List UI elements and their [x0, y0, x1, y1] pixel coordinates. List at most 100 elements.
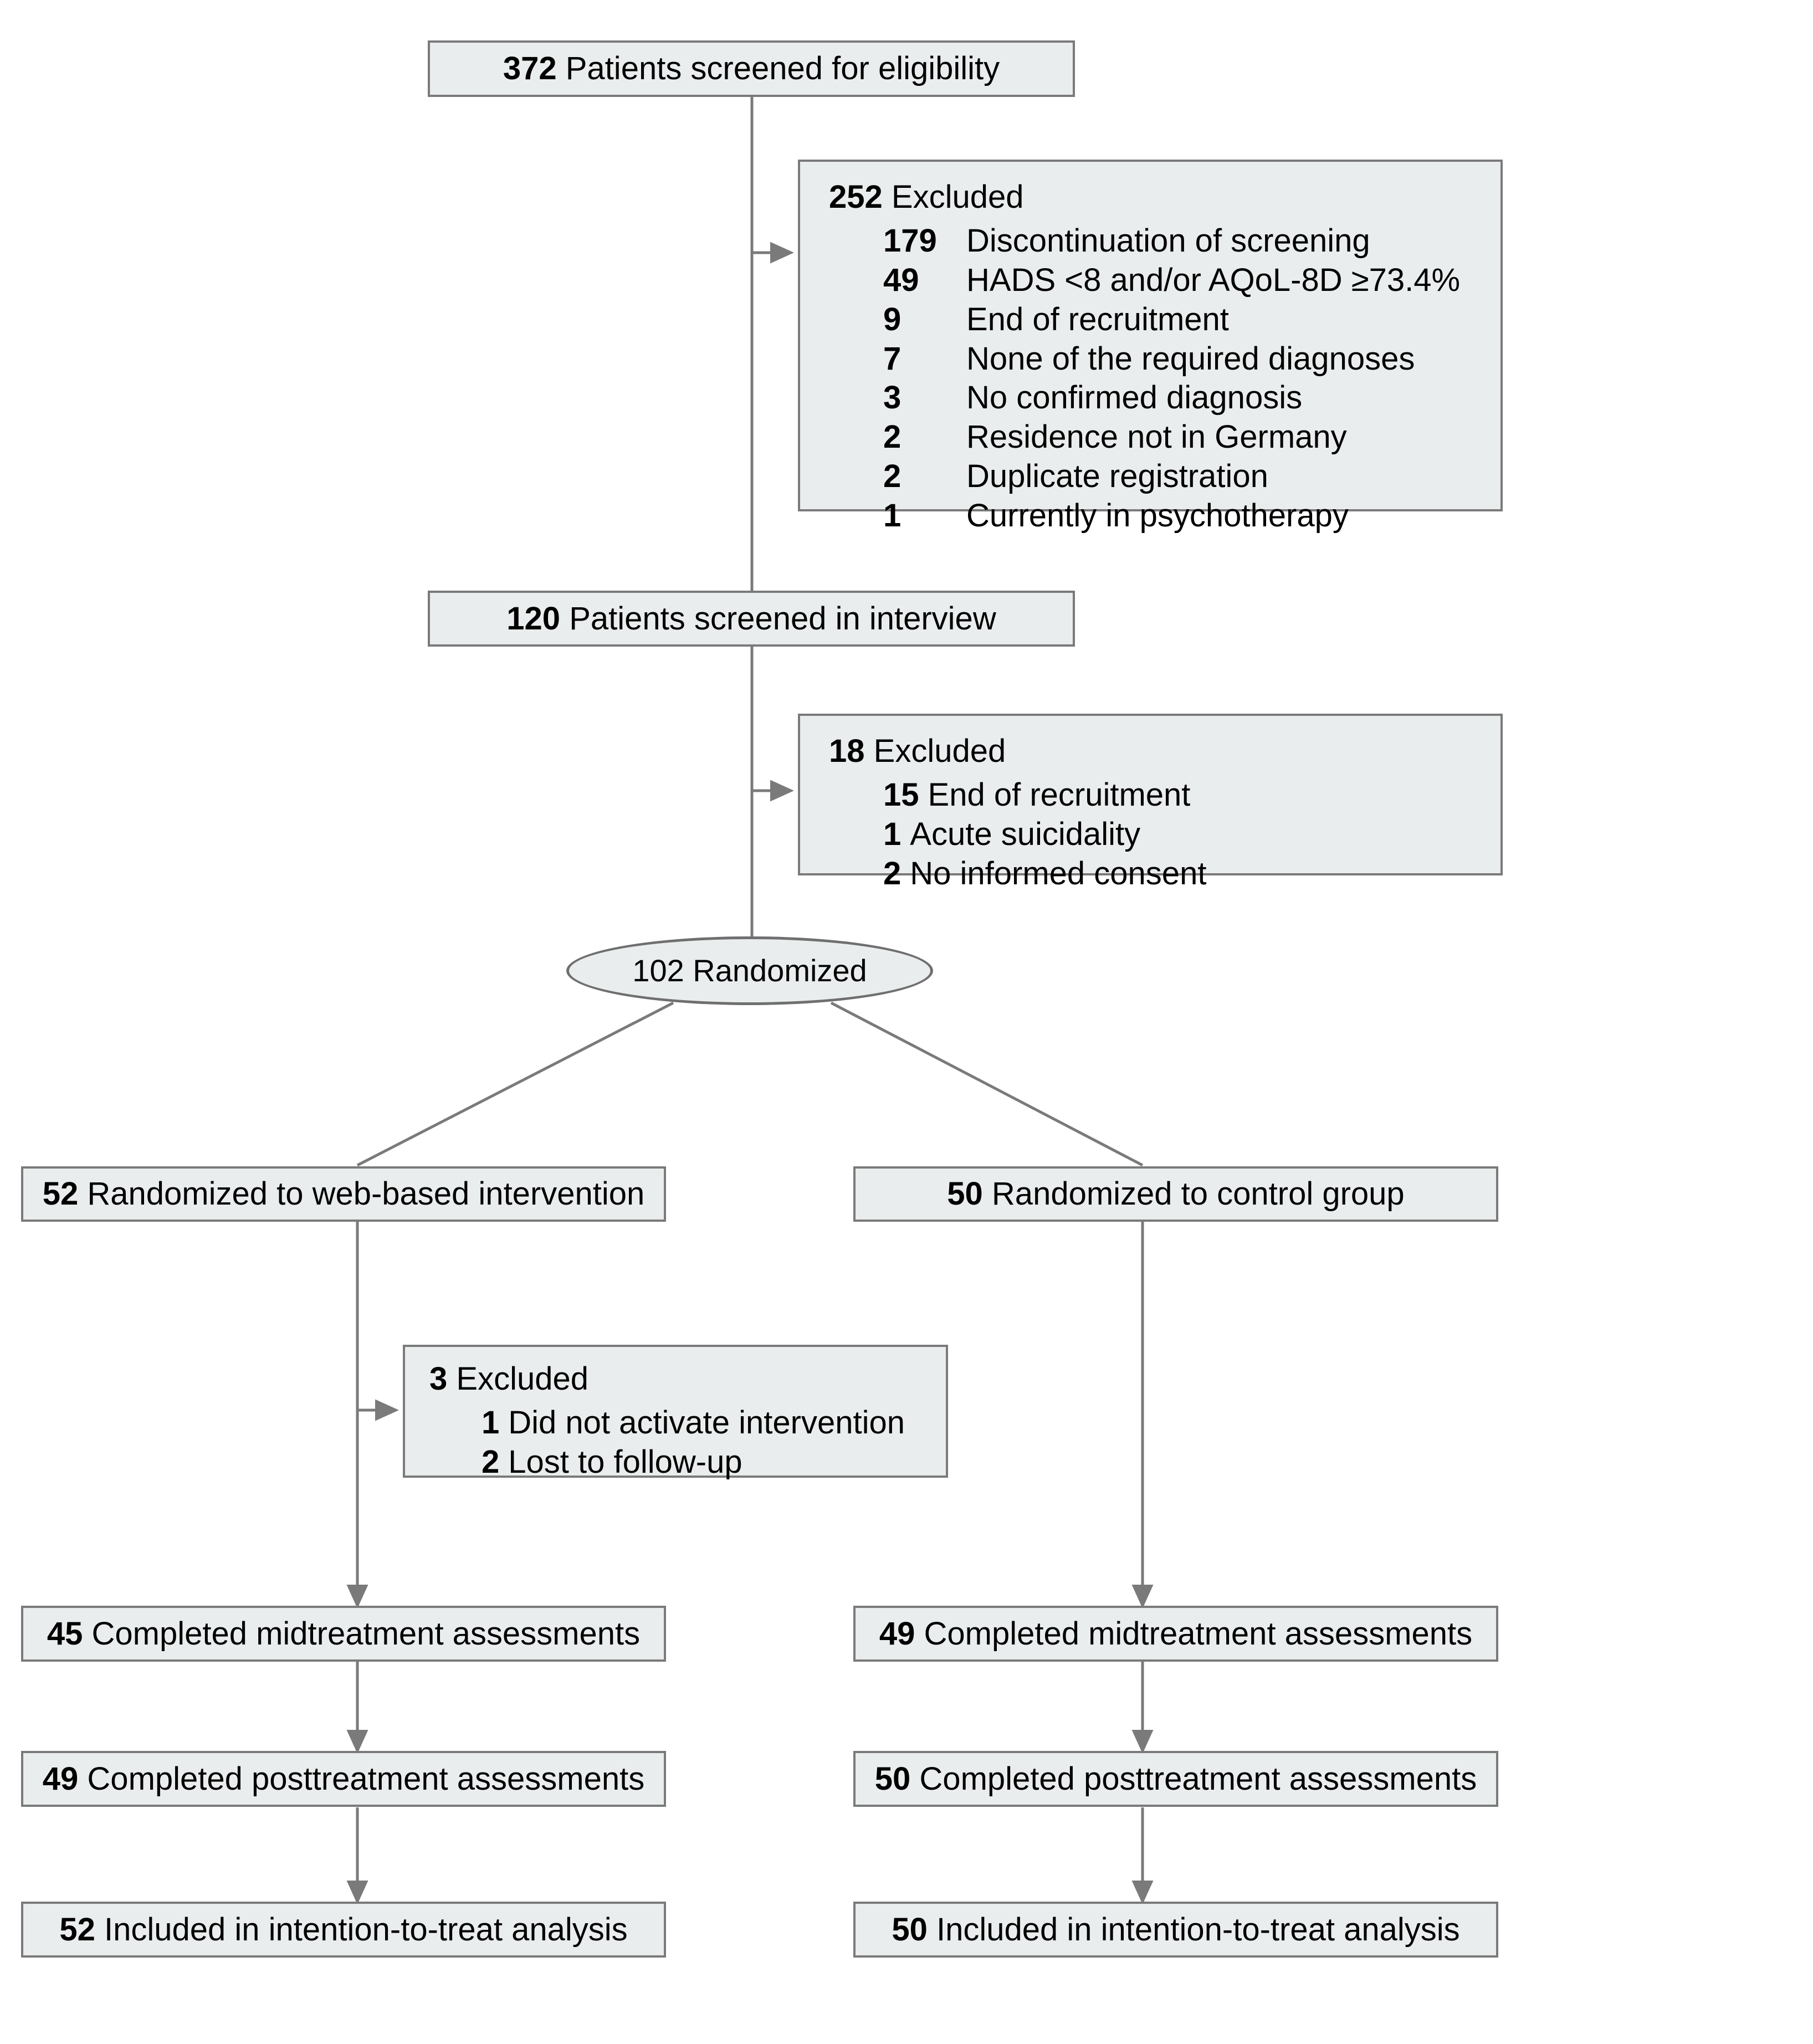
list-item: 9 End of recruitment — [883, 300, 1500, 340]
node-screened-interview-text: 120 Patients screened in interview — [506, 600, 996, 637]
list-item: 2 No informed consent — [883, 854, 1500, 894]
node-excluded-screening: 252 Excluded 179 Discontinuation of scre… — [798, 160, 1503, 534]
node-itt-control-text: 50 Included in intention-to-treat analys… — [892, 1911, 1460, 1948]
reason-label: Residence not in Germany — [966, 419, 1347, 455]
list-item: 1 Currently in psychotherapy — [883, 496, 1500, 536]
node-screened-eligibility: 372 Patients screened for eligibility — [428, 40, 1075, 97]
node-arm-intervention: 52 Randomized to web-based intervention — [21, 1166, 666, 1222]
node-randomized: 102 Randomized — [566, 936, 933, 1005]
node-randomized-label: Randomized — [693, 953, 867, 988]
node-screened-eligibility-label: Patients screened for eligibility — [565, 50, 1000, 86]
reason-label: Did not activate intervention — [508, 1405, 905, 1441]
node-excluded-interview-label: Excluded — [873, 733, 1006, 769]
node-itt-intervention-label: Included in intention-to-treat analysis — [104, 1911, 628, 1948]
list-item: 179 Discontinuation of screening — [883, 222, 1500, 261]
node-excluded-intervention-count: 3 — [429, 1361, 448, 1397]
node-post-control-count: 50 — [874, 1760, 911, 1797]
list-item: 49 HADS <8 and/or AQoL-8D ≥73.4% — [883, 261, 1500, 300]
reason-label: Acute suicidality — [910, 816, 1141, 853]
reason-count: 15 — [883, 777, 919, 813]
node-arm-control-count: 50 — [947, 1176, 983, 1212]
node-post-intervention-label: Completed posttreatment assessments — [87, 1760, 645, 1797]
reason-label: No informed consent — [910, 855, 1207, 892]
node-arm-control-label: Randomized to control group — [991, 1176, 1405, 1212]
reason-count: 9 — [883, 301, 902, 337]
node-excluded-screening-count: 252 — [829, 179, 883, 215]
node-screened-interview: 120 Patients screened in interview — [428, 591, 1075, 647]
reason-label: Discontinuation of screening — [966, 223, 1370, 259]
node-mid-intervention-text: 45 Completed midtreatment assessments — [47, 1615, 641, 1652]
reason-label: End of recruitment — [928, 777, 1191, 813]
reason-count: 179 — [883, 223, 937, 259]
list-item: 3 No confirmed diagnosis — [883, 378, 1500, 418]
node-post-control-label: Completed posttreatment assessments — [919, 1760, 1477, 1797]
node-excluded-intervention-label: Excluded — [456, 1361, 588, 1397]
node-post-control-text: 50 Completed posttreatment assessments — [875, 1763, 1477, 1795]
connector-randomized-to-intervention — [356, 1001, 674, 1167]
reason-label: HADS <8 and/or AQoL-8D ≥73.4% — [966, 262, 1461, 299]
node-post-intervention-count: 49 — [42, 1760, 79, 1797]
node-arm-intervention-label: Randomized to web-based intervention — [87, 1176, 645, 1212]
list-item: 15 End of recruitment — [883, 776, 1500, 815]
node-arm-control-text: 50 Randomized to control group — [947, 1178, 1404, 1210]
node-post-control: 50 Completed posttreatment assessments — [853, 1751, 1498, 1807]
reason-label: Currently in psychotherapy — [966, 497, 1349, 534]
reason-count: 2 — [482, 1444, 500, 1481]
reason-label: Duplicate registration — [966, 458, 1268, 494]
node-excluded-interview: 18 Excluded 15 End of recruitment 1 Acut… — [798, 714, 1503, 892]
node-screened-eligibility-text: 372 Patients screened for eligibility — [503, 53, 1000, 85]
reason-count: 1 — [883, 816, 902, 853]
reason-count: 2 — [883, 458, 902, 494]
node-mid-intervention-count: 45 — [47, 1615, 83, 1652]
reason-count: 2 — [883, 855, 902, 892]
connector-randomized-to-control — [830, 1001, 1144, 1167]
node-arm-intervention-text: 52 Randomized to web-based intervention — [43, 1178, 645, 1210]
node-mid-control: 49 Completed midtreatment assessments — [853, 1606, 1498, 1662]
reason-label: Lost to follow-up — [508, 1444, 742, 1481]
list-item: 2 Lost to follow-up — [482, 1443, 946, 1482]
node-randomized-count: 102 — [632, 953, 684, 988]
node-excluded-intervention: 3 Excluded 1 Did not activate interventi… — [403, 1345, 948, 1480]
node-mid-control-label: Completed midtreatment assessments — [924, 1615, 1473, 1652]
node-randomized-text: 102 Randomized — [632, 955, 867, 986]
excluded-screening-reason-list: 179 Discontinuation of screening 49 HADS… — [829, 222, 1500, 535]
node-itt-intervention-text: 52 Included in intention-to-treat analys… — [59, 1911, 628, 1948]
node-excluded-intervention-header: 3 Excluded — [429, 1360, 946, 1398]
reason-label: End of recruitment — [966, 301, 1229, 337]
reason-count: 1 — [482, 1405, 500, 1441]
reason-count: 2 — [883, 419, 902, 455]
reason-count: 1 — [883, 497, 902, 534]
node-mid-intervention-label: Completed midtreatment assessments — [91, 1615, 641, 1652]
node-mid-control-text: 49 Completed midtreatment assessments — [879, 1615, 1473, 1652]
node-itt-control-label: Included in intention-to-treat analysis — [936, 1911, 1460, 1948]
node-itt-intervention-count: 52 — [59, 1911, 95, 1948]
node-excluded-screening-label: Excluded — [891, 179, 1024, 215]
node-mid-control-count: 49 — [879, 1615, 915, 1652]
list-item: 7 None of the required diagnoses — [883, 340, 1500, 379]
reason-label: None of the required diagnoses — [966, 340, 1415, 377]
node-screened-interview-label: Patients screened in interview — [569, 600, 996, 637]
node-excluded-interview-header: 18 Excluded — [829, 732, 1500, 770]
node-arm-control: 50 Randomized to control group — [853, 1166, 1498, 1222]
node-mid-intervention: 45 Completed midtreatment assessments — [21, 1606, 666, 1662]
node-screened-eligibility-count: 372 — [503, 50, 557, 86]
list-item: 2 Residence not in Germany — [883, 418, 1500, 457]
node-post-intervention: 49 Completed posttreatment assessments — [21, 1751, 666, 1807]
node-arm-intervention-count: 52 — [42, 1176, 79, 1212]
list-item: 1 Acute suicidality — [883, 815, 1500, 854]
excluded-interview-reason-list: 15 End of recruitment 1 Acute suicidalit… — [829, 776, 1500, 893]
node-itt-control-count: 50 — [892, 1911, 928, 1948]
node-post-intervention-text: 49 Completed posttreatment assessments — [43, 1763, 644, 1795]
node-screened-interview-count: 120 — [506, 600, 561, 637]
node-itt-control: 50 Included in intention-to-treat analys… — [853, 1902, 1498, 1958]
reason-label: No confirmed diagnosis — [966, 380, 1303, 416]
reason-count: 49 — [883, 262, 919, 299]
excluded-intervention-reason-list: 1 Did not activate intervention 2 Lost t… — [429, 1403, 946, 1482]
reason-count: 7 — [883, 340, 902, 377]
reason-count: 3 — [883, 380, 902, 416]
list-item: 1 Did not activate intervention — [482, 1403, 946, 1443]
node-itt-intervention: 52 Included in intention-to-treat analys… — [21, 1902, 666, 1958]
list-item: 2 Duplicate registration — [883, 457, 1500, 496]
